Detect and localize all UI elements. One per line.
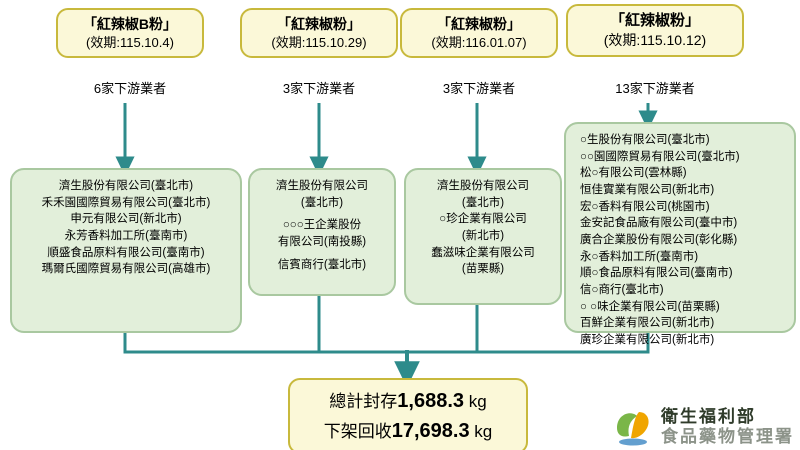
column-header-2: 「紅辣椒粉」 (效期:115.10.29) [240,8,398,59]
list-item: (臺北市) [300,196,344,209]
list-item: 松○有限公司(雲林縣) [580,167,687,180]
total-sealed-label: 總計封存 [329,392,398,411]
company-list-1: 濟生股份有限公司(臺北市) 禾禾園國際貿易有限公司(臺北市) 申元有限公司(新北… [10,168,242,333]
list-item: 信○商行(臺北市) [580,284,664,297]
list-item: 百鮮企業有限公司(新北市) [580,317,715,330]
total-sealed-unit: kg [464,392,487,411]
total-recalled-unit: kg [469,422,493,441]
downstream-count-1: 6家下游業者 [93,81,167,96]
list-item: 禾禾園國際貿易有限公司(臺北市) [41,196,211,209]
list-item: 申元有限公司(新北市) [70,213,182,226]
product-title-2: 「紅辣椒粉」 [277,16,361,32]
list-item: 瑪爾氏國際貿易有限公司(高雄市) [41,263,211,276]
list-item: 有限公司(南投縣) [277,236,367,249]
list-item: 永芳香料加工所(臺南市) [64,230,188,243]
list-item: 信賓商行(臺北市) [277,258,367,271]
company-list-2: 濟生股份有限公司 (臺北市) ○○○王企業股份 有限公司(南投縣) 信賓商行(臺… [248,168,396,296]
list-item: ○○○王企業股份 [282,219,362,232]
list-item: 濟生股份有限公司 [276,180,368,192]
company-list-4: ○生股份有限公司(臺北市) ○○園國際貿易有限公司(臺北市) 松○有限公司(雲林… [564,122,796,346]
list-item: 廣合企業股份有限公司(彰化縣) [580,234,738,247]
total-sealed-line: 總計封存1,688.3 kg [300,386,516,416]
column-header-1: 「紅辣椒B粉」 (效期:115.10.4) [56,8,204,59]
total-recalled-value: 17,698.3 [391,420,470,442]
total-recalled-line: 下架回收17,698.3 kg [300,416,516,446]
product-expiry-2: (效期:115.10.29) [271,34,367,50]
fda-emblem-icon [617,412,649,446]
list-item: (臺北市) [461,196,505,209]
product-title-1: 「紅辣椒B粉」 [82,16,178,32]
list-item: 永○香料加工所(臺南市) [580,250,699,263]
total-sealed-value: 1,688.3 [397,390,465,412]
list-item: 金安記食品廠有限公司(臺中市) [580,217,738,230]
list-item: 濟生股份有限公司 [437,180,529,192]
list-item: 順○食品原料有限公司(臺南市) [580,267,733,280]
column-header-4: 「紅辣椒粉」 (效期:115.10.12) [566,4,744,58]
column-header-3: 「紅辣椒粉」 (效期:116.01.07) [400,8,558,59]
company-list-3: 濟生股份有限公司 (臺北市) ○珍企業有限公司 (新北市) 蠢滋味企業有限公司 … [404,168,562,305]
list-item: 濟生股份有限公司(臺北市) [58,180,194,192]
list-item: (苗栗縣) [461,263,505,276]
downstream-count-3: 3家下游業者 [442,81,516,96]
product-expiry-1: (效期:115.10.4) [86,34,174,50]
downstream-count-4: 13家下游業者 [615,81,695,96]
product-expiry-3: (效期:116.01.07) [431,34,527,50]
list-item: (新北市) [461,230,505,243]
agency-name-line1: 衛生福利部 [661,407,756,427]
list-item: 恒佳實業有限公司(新北市) [580,184,715,197]
list-item: ○○園國際貿易有限公司(臺北市) [580,150,740,163]
downstream-count-2: 3家下游業者 [282,81,356,96]
list-item: 順盛食品原料有限公司(臺南市) [47,246,205,259]
product-title-4: 「紅辣椒粉」 [609,12,700,29]
product-expiry-4: (效期:115.10.12) [603,32,707,49]
list-item: 蠢滋味企業有限公司 [431,246,535,259]
list-item: ○生股份有限公司(臺北市) [580,134,710,146]
agency-logo: 衛生福利部 食品藥物管理署 [611,406,794,448]
list-item: 廣珍企業有限公司(新北市) [580,334,715,347]
list-item: ○ ○味企業有限公司(苗栗縣) [580,300,720,313]
total-summary-box: 總計封存1,688.3 kg 下架回收17,698.3 kg [288,378,528,450]
list-item: ○珍企業有限公司 [439,213,527,226]
total-recalled-label: 下架回收 [323,422,392,441]
list-item: 宏○香料有限公司(桃園市) [580,200,710,213]
agency-name-line2: 食品藥物管理署 [661,427,794,446]
product-title-3: 「紅辣椒粉」 [437,16,521,32]
